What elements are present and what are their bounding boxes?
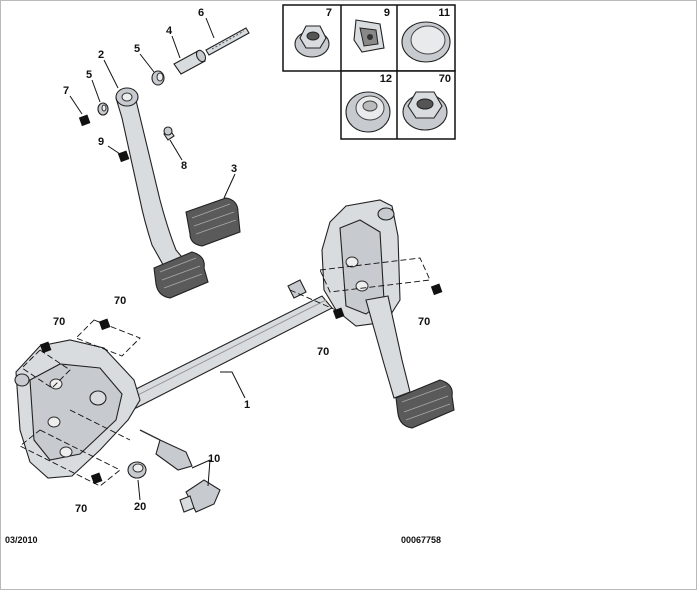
pedal-shaft-1 (117, 295, 333, 413)
callout-6: 6 (198, 7, 204, 19)
footer-date: 03/2010 (5, 535, 38, 545)
callout-9: 9 (98, 136, 104, 148)
inset-label-11: 11 (438, 7, 450, 19)
left-mounting-bracket (14, 339, 193, 479)
callout-labels: 1 2 3 4 5 5 6 7 8 9 10 20 70 70 70 70 70 (53, 7, 430, 515)
brake-pedal-bracket (287, 199, 455, 429)
parts-inset: 7 9 11 12 70 (282, 4, 456, 140)
inset-label-7: 7 (326, 7, 332, 19)
callout-5-upper: 5 (134, 43, 140, 55)
inset-label-70: 70 (439, 73, 451, 85)
callout-70-e: 70 (418, 316, 430, 328)
callout-1: 1 (244, 399, 250, 411)
callout-8: 8 (181, 160, 187, 172)
callout-3: 3 (231, 163, 237, 175)
switch-connector-10-icon (179, 479, 221, 513)
fastener-markers (39, 114, 443, 485)
inset-cap-11-icon (401, 21, 451, 63)
leader-lines (69, 17, 246, 501)
callout-70-c: 70 (75, 503, 87, 515)
callout-20: 20 (134, 501, 146, 513)
pedal-pad-3-icon (185, 197, 241, 247)
inset-nut-7-icon (294, 25, 330, 58)
inset-clip-9-icon (353, 19, 385, 53)
inset-label-12: 12 (380, 73, 392, 85)
cap-20-icon (127, 461, 147, 479)
inset-label-9: 9 (384, 7, 390, 19)
callout-5-lower: 5 (86, 69, 92, 81)
callout-70-a: 70 (114, 295, 126, 307)
callout-4: 4 (166, 25, 173, 37)
callout-70-b: 70 (53, 316, 65, 328)
inset-nut-70-icon (402, 91, 448, 131)
callout-70-d: 70 (317, 346, 329, 358)
callout-10: 10 (208, 453, 220, 465)
pivot-hardware (97, 27, 250, 141)
callout-2: 2 (98, 49, 104, 61)
footer-reference: 00067758 (401, 535, 442, 545)
clutch-pedal-arm (115, 87, 209, 299)
callout-7: 7 (63, 85, 69, 97)
inset-grommet-12-icon (345, 91, 391, 133)
fastener-guides (19, 257, 431, 487)
